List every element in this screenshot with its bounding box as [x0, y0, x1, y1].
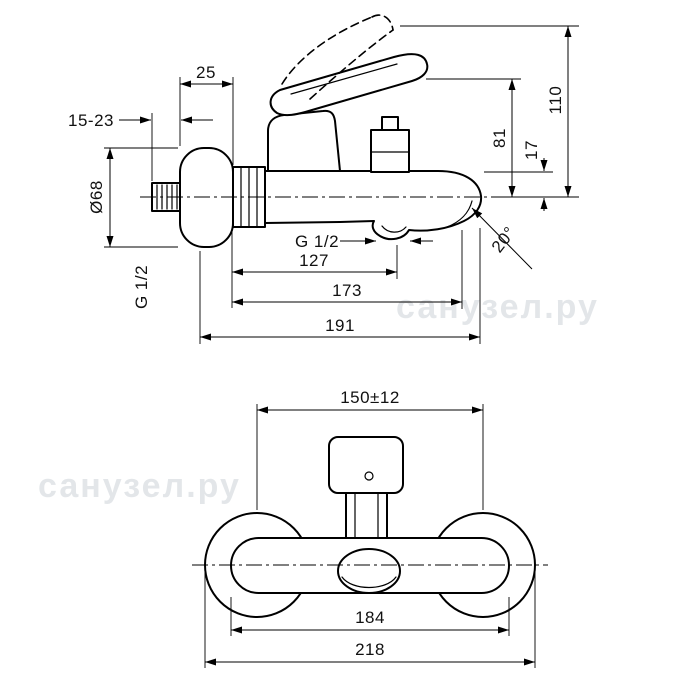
thread-label-wall: G 1/2 — [132, 265, 151, 309]
dim-191: 191 — [199, 228, 481, 344]
dimensions-side: 25 15-23 Ø68 G 1/2 81 17 110 — [68, 25, 579, 344]
dim-label-184: 184 — [355, 608, 385, 627]
dim-label-191: 191 — [325, 316, 355, 335]
dim-25: 25 — [179, 63, 234, 165]
dim-173: 173 — [232, 230, 463, 309]
spout-aerator-line — [446, 200, 473, 228]
side-view — [140, 14, 506, 248]
dim-label-110: 110 — [546, 86, 565, 115]
dim-110: 110 — [400, 25, 579, 197]
handle-housing — [267, 109, 341, 172]
dim-184: 184 — [230, 597, 510, 636]
dimensions-front: 150±12 184 218 — [204, 388, 536, 668]
dim-17: 17 — [484, 140, 553, 211]
front-view — [192, 436, 548, 618]
dim-dia68: Ø68 — [87, 147, 178, 248]
watermark-2: санузел.ру — [38, 467, 241, 505]
dim-81: 81 — [426, 78, 579, 198]
dim-150: 150±12 — [256, 388, 484, 510]
lever-crease-line — [290, 63, 398, 95]
watermark-1: санузел.ру — [396, 288, 599, 326]
dim-label-150: 150±12 — [340, 388, 400, 407]
diverter-knob — [370, 116, 410, 173]
spout-front-lip — [341, 576, 397, 588]
lever-handle-raised-position — [281, 14, 394, 100]
dim-label-127: 127 — [299, 251, 329, 270]
outlet-port-line — [381, 225, 407, 233]
dim-angle-20: 20° — [471, 207, 533, 270]
lever-handle — [269, 53, 429, 117]
thread-label-outlet: G 1/2 — [295, 232, 339, 251]
dim-218: 218 — [204, 571, 536, 668]
dim-label-173: 173 — [332, 281, 362, 300]
wall-escutcheon — [179, 147, 234, 248]
dim-label-dia68: Ø68 — [87, 180, 106, 214]
handle-front — [328, 436, 404, 494]
dim-label-15-23: 15-23 — [68, 111, 114, 130]
handle-indicator-dot — [364, 471, 374, 481]
mixer-body-spout — [264, 170, 483, 241]
dim-15-23: 15-23 — [68, 111, 213, 181]
dim-127: 127 — [231, 230, 398, 308]
dim-label-218: 218 — [355, 640, 385, 659]
dim-label-81: 81 — [490, 128, 509, 148]
outlet-thread-callout: G 1/2 — [295, 232, 433, 251]
cartridge-neck — [345, 492, 388, 540]
dim-label-17: 17 — [522, 140, 541, 160]
dim-label-25: 25 — [196, 63, 216, 82]
spout-front — [337, 548, 401, 594]
